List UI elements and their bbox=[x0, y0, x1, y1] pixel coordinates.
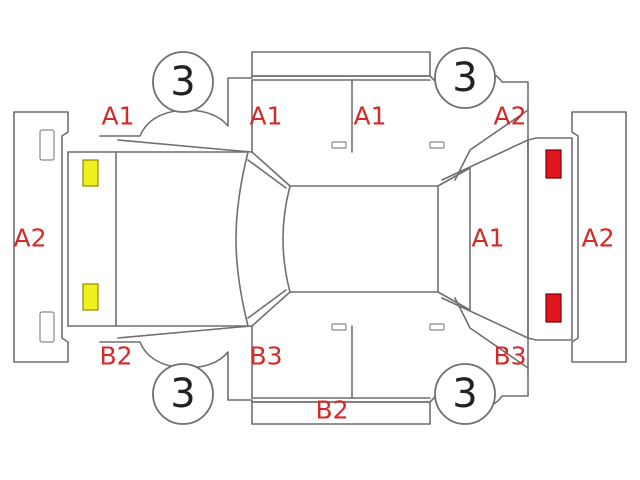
label-front-left-corner: A1 bbox=[101, 102, 134, 131]
label-front-left-door: A1 bbox=[249, 102, 282, 131]
windshield-roof bbox=[235, 151, 439, 327]
headlight-upper bbox=[82, 159, 99, 187]
wheel-front-left: 3 bbox=[152, 51, 214, 113]
label-front-bumper: A2 bbox=[13, 224, 46, 253]
label-right-side-skirt: B2 bbox=[315, 396, 348, 425]
car-body-outline bbox=[99, 66, 529, 412]
hood-section bbox=[67, 151, 249, 327]
label-rear-bumper: A2 bbox=[581, 224, 614, 253]
label-rear-left-door: A1 bbox=[353, 102, 386, 131]
label-front-right-door: B3 bbox=[249, 342, 282, 371]
wheel-rear-right-value: 3 bbox=[452, 371, 477, 417]
wheel-rear-left: 3 bbox=[434, 47, 496, 109]
wheel-rear-right: 3 bbox=[434, 363, 496, 425]
label-front-right-corner: B2 bbox=[99, 342, 132, 371]
rear-bumper bbox=[571, 111, 627, 363]
wheel-rear-left-value: 3 bbox=[452, 55, 477, 101]
headlight-lower bbox=[82, 283, 99, 311]
front-bumper bbox=[13, 111, 69, 363]
left-side-panels bbox=[251, 51, 445, 153]
taillight-upper bbox=[545, 149, 562, 179]
wheel-front-left-value: 3 bbox=[170, 59, 195, 105]
taillight-lower bbox=[545, 293, 562, 323]
wheel-front-right: 3 bbox=[152, 363, 214, 425]
label-tailgate-glass: A1 bbox=[471, 224, 504, 253]
tailgate-section bbox=[437, 109, 573, 369]
wheel-front-right-value: 3 bbox=[170, 371, 195, 417]
right-side-panels bbox=[251, 323, 445, 425]
label-rear-left-corner: A2 bbox=[493, 102, 526, 131]
label-rear-right-side: B3 bbox=[493, 342, 526, 371]
